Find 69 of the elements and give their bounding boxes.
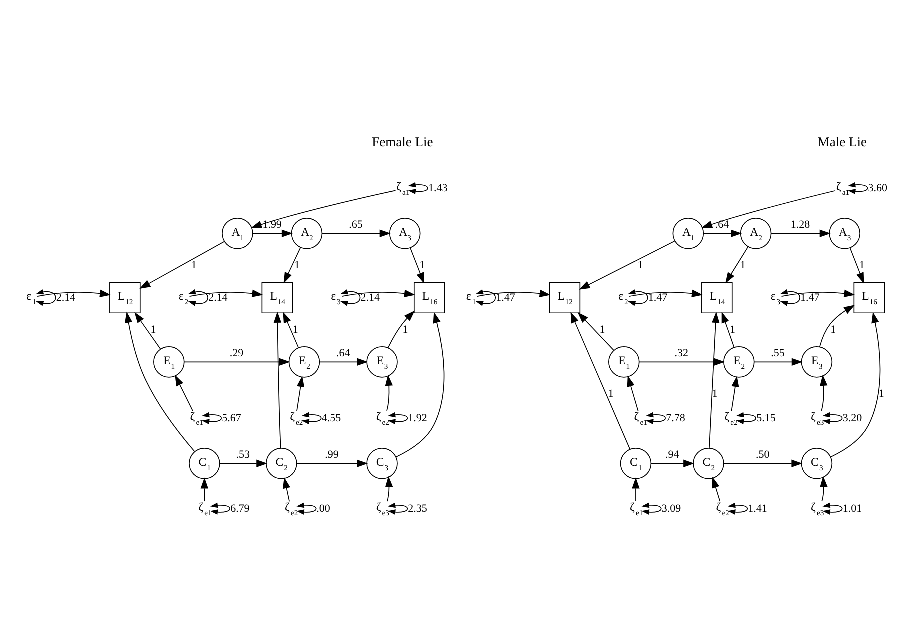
edge-label: .55 (771, 348, 785, 360)
edge-label: 2.35 (408, 502, 428, 515)
edge-label: 2.14 (56, 292, 76, 304)
edge-label: 1.43 (428, 182, 448, 194)
edge-label: 5.15 (756, 412, 776, 424)
label: Female Lie (372, 134, 434, 150)
node-text: ζ$_{e2}$ (290, 410, 304, 428)
edge-label: 7.78 (666, 412, 686, 424)
edge-label: 1 (608, 388, 614, 400)
node-text: ζ$_{e1}$ (190, 410, 204, 428)
node-text: ζ$_{e1}$ (634, 410, 648, 428)
edge-label: 4.55 (322, 412, 342, 424)
edge-label: 1.47 (648, 292, 668, 304)
label: Male Lie (818, 134, 867, 150)
node-text: ε$_{3}$ (770, 289, 781, 307)
edge-label: 3.60 (868, 182, 888, 194)
node-text: ε$_{2}$ (618, 289, 628, 307)
node-text: ζ$_{e2}$ (285, 500, 298, 518)
edge-label: 1 (730, 324, 736, 336)
edge-label: 1 (600, 324, 606, 336)
node-text: ζ$_{e3}$ (811, 500, 824, 518)
edge-label: .64 (336, 348, 350, 360)
edge-label: 1.01 (842, 502, 862, 515)
edge-label: .29 (230, 348, 244, 360)
edge-label: 1 (420, 260, 426, 272)
edge-label: .65 (349, 219, 363, 232)
edge-label: 1.41 (748, 502, 768, 515)
edge-label: 1 (859, 260, 865, 272)
node-text: ε$_{3}$ (331, 289, 341, 307)
node-text: ζ$_{e3}$ (811, 410, 824, 428)
edge-label: 1 (878, 388, 884, 400)
edge-label: 1.47 (800, 292, 820, 304)
edge-label: 1 (292, 324, 298, 336)
edge-label: 1 (191, 260, 197, 272)
edge-label: .00 (316, 502, 330, 515)
edge-label: 1 (150, 324, 156, 336)
edge-label: .64 (715, 219, 730, 232)
edge-label: .99 (325, 449, 339, 462)
edge-label: 2.14 (208, 292, 228, 304)
node-text: ζ$_{a1}$ (396, 180, 410, 198)
node-text: ζ$_{e2}$ (376, 410, 390, 428)
edge-label: 1.92 (408, 412, 428, 424)
edge-label: 1.99 (262, 219, 282, 232)
edge-label: 3.09 (662, 502, 682, 515)
node-text: ε$_{1}$ (26, 289, 36, 307)
edge-label: .32 (674, 348, 689, 360)
edge-label: 1 (402, 324, 408, 336)
node-text: ζ$_{e2}$ (716, 500, 730, 518)
node-text: ε$_{1}$ (466, 289, 476, 307)
edge-label: 1.47 (496, 292, 516, 304)
edge-label: .94 (665, 449, 680, 462)
edge-label: 2.14 (360, 292, 380, 304)
node-text: ζ$_{e2}$ (724, 410, 738, 428)
node-text: ζ$_{e1}$ (630, 500, 644, 518)
node-text: ζ$_{e3}$ (376, 500, 390, 518)
node-text: ζ$_{a1}$ (836, 180, 850, 198)
edge-label: 1 (740, 260, 746, 272)
edge-label: 1.28 (790, 219, 810, 232)
edge-label: 1 (712, 388, 718, 400)
edge-label: 6.79 (230, 502, 250, 515)
edge-label: 1 (638, 260, 644, 272)
node-text: ζ$_{e1}$ (198, 500, 212, 518)
edge-label: 1 (294, 260, 300, 272)
edge-label: 1 (830, 324, 836, 336)
edge-label: .53 (236, 449, 250, 462)
edge-label: 5.67 (222, 412, 242, 424)
node-text: ε$_{2}$ (178, 289, 189, 307)
edge-label: .50 (756, 449, 770, 462)
edge-label: 3.20 (842, 412, 862, 424)
